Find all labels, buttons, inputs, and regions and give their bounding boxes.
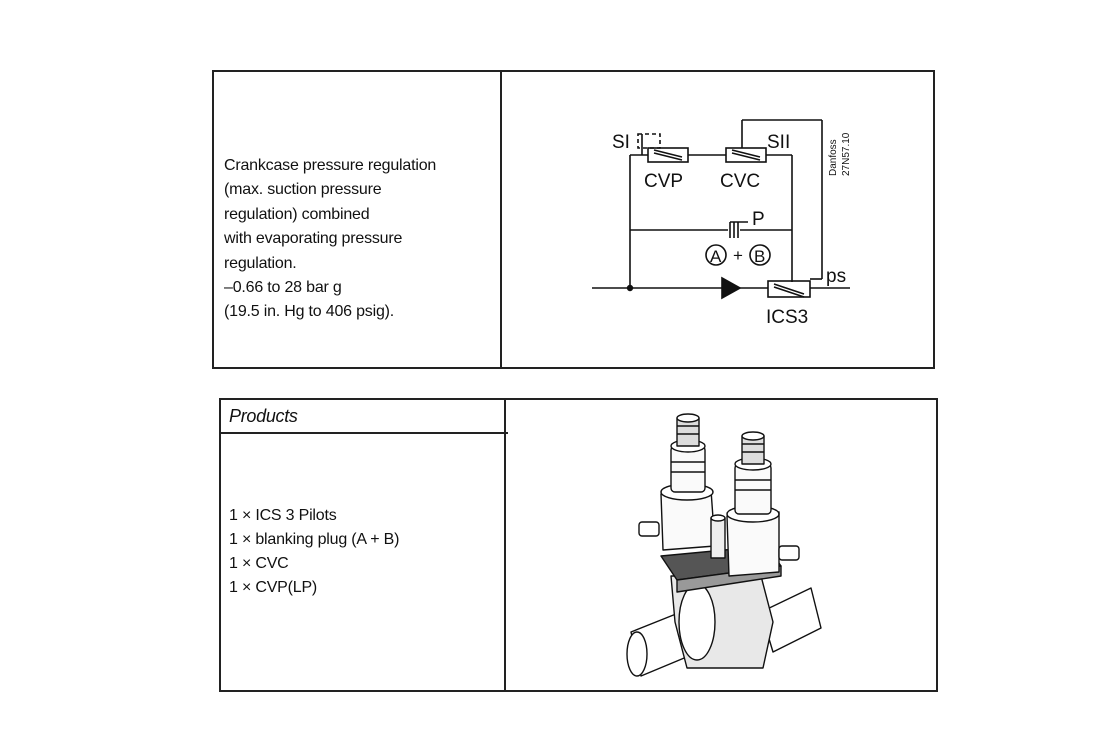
table-divider bbox=[500, 72, 502, 367]
list-item: 1 × CVP(LP) bbox=[229, 579, 318, 596]
products-heading: Products bbox=[229, 406, 298, 426]
valve-scheme-diagram: SI SII CVP CVC P A + B ps ICS3 Danfoss 2… bbox=[592, 119, 852, 328]
products-list: 1 × ICS 3 Pilots 1 × blanking plug (A + … bbox=[229, 504, 399, 600]
p-label: P bbox=[752, 209, 765, 230]
description-line: with evaporating pressure bbox=[224, 230, 403, 248]
table-divider bbox=[504, 400, 506, 690]
list-item: 1 × ICS 3 Pilots bbox=[229, 507, 337, 524]
function-description: Crankcase pressure regulation (max. suct… bbox=[224, 154, 494, 325]
p-port-plug-icon bbox=[729, 221, 748, 238]
ics3-valve-illustration bbox=[626, 413, 822, 677]
port-b-circle bbox=[749, 244, 771, 266]
sii-label: SII bbox=[767, 132, 790, 153]
ics3-valve-icon bbox=[767, 280, 811, 298]
watermark-line-1: Danfoss bbox=[828, 139, 839, 176]
side-port-left bbox=[638, 521, 660, 537]
description-line: regulation. bbox=[224, 254, 297, 272]
description-line: –0.66 to 28 bar g bbox=[224, 279, 342, 297]
cvc-valve-icon bbox=[725, 147, 767, 163]
cvp-valve-icon bbox=[647, 147, 689, 163]
port-b-label: B bbox=[754, 247, 765, 266]
right-pilot-valve bbox=[726, 431, 780, 577]
products-table: Products 1 × ICS 3 Pilots 1 × blanking p… bbox=[219, 398, 938, 692]
header-rule bbox=[221, 432, 508, 434]
pipe-end bbox=[626, 631, 648, 677]
description-line: Crankcase pressure regulation bbox=[224, 157, 437, 174]
cvc-label: CVC bbox=[720, 171, 760, 192]
si-label: SI bbox=[612, 132, 630, 153]
watermark-line-2: 27N57.10 bbox=[841, 132, 852, 176]
valve-flange bbox=[678, 583, 716, 661]
junction-dot bbox=[626, 284, 634, 292]
si-port-box bbox=[637, 133, 661, 149]
list-item: 1 × blanking plug (A + B) bbox=[229, 531, 400, 548]
list-item: 1 × CVC bbox=[229, 555, 289, 572]
ics3-label: ICS3 bbox=[766, 307, 808, 328]
plus-label: + bbox=[733, 246, 743, 265]
description-line: regulation) combined bbox=[224, 205, 370, 223]
side-port-right bbox=[778, 545, 800, 561]
left-pilot-valve bbox=[660, 413, 716, 551]
port-a-label: A bbox=[710, 247, 722, 266]
description-line: (19.5 in. Hg to 406 psig). bbox=[224, 303, 395, 321]
ps-label: ps bbox=[826, 266, 846, 287]
center-spindle bbox=[710, 514, 726, 559]
cvp-label: CVP bbox=[644, 171, 683, 192]
function-table: Crankcase pressure regulation (max. suct… bbox=[212, 70, 935, 369]
port-a-circle bbox=[705, 244, 727, 266]
flow-direction-arrow-icon bbox=[721, 276, 742, 300]
description-line: (max. suction pressure bbox=[224, 181, 382, 199]
